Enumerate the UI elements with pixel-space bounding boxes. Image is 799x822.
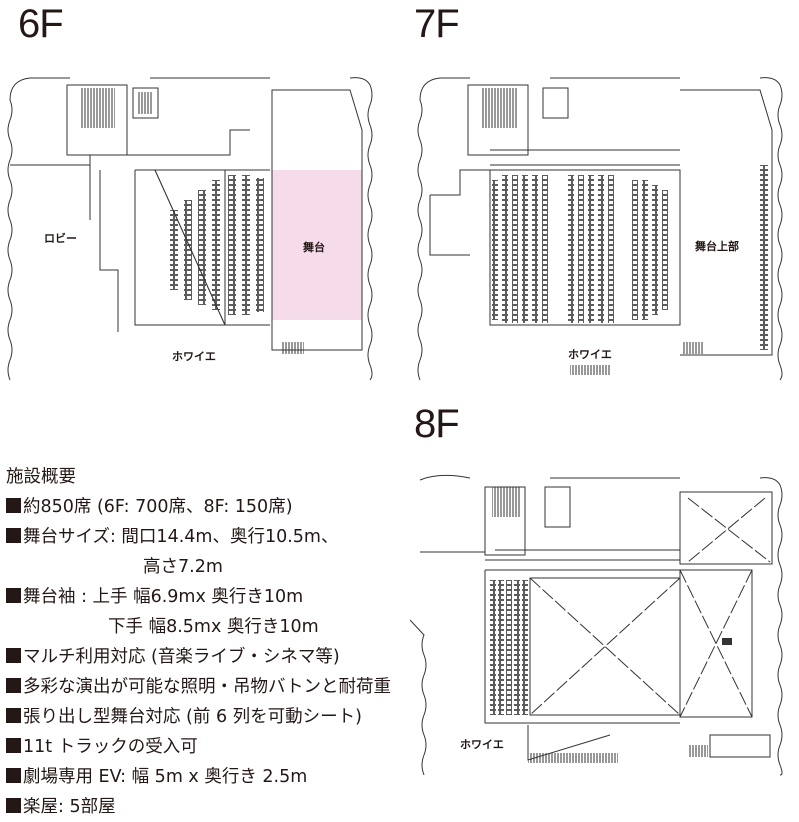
overview-item: 多彩な演出が可能な照明・吊物バトンと耐荷重 [6,672,391,702]
overview-heading: 施設概要 [6,467,76,487]
floor-plan-8f: ホワイエ [410,474,783,776]
stage-area [272,170,362,320]
floor-6f-title: 6F [18,2,64,46]
label-lobby: ロビー [44,231,77,245]
overview-item: 楽屋: 5部屋 [6,792,391,822]
overview-item: 舞台袖 : 上手 幅6.9mx 奥行き10m [6,582,391,612]
label-foyer-7f: ホワイエ [568,348,612,361]
floor-plan-7f: 舞台上部 ホワイエ [417,77,783,381]
overview-item: 劇場専用 EV: 幅 5m x 奥行き 2.5m [6,762,391,792]
overview-item: 約850席 (6F: 700席、8F: 150席) [6,492,391,522]
overview-item: 11t トラックの受入可 [6,732,391,762]
floor-plan-6f: ロビー 舞台 ホワイエ [7,77,373,381]
overview-item: 張り出し型舞台対応 (前 6 列を可動シート) [6,702,391,732]
overview-item-cont: 高さ7.2m [143,557,223,577]
label-stage: 舞台 [303,240,325,254]
overview-item: マルチ利用対応 (音楽ライブ・シネマ等) [6,642,391,672]
floor-7f-title: 7F [414,2,460,46]
overview-item: 舞台サイズ: 間口14.4m、奥行10.5m、 [6,522,391,552]
facility-overview: 施設概要 約850席 (6F: 700席、8F: 150席) 舞台サイズ: 間口… [6,462,391,822]
floor-8f-title: 8F [414,402,460,446]
label-foyer-8f: ホワイエ [460,738,504,751]
label-stage-upper: 舞台上部 [695,239,739,253]
label-foyer-6f: ホワイエ [172,350,216,363]
overview-item-cont: 下手 幅8.5mx 奥行き10m [108,617,319,637]
